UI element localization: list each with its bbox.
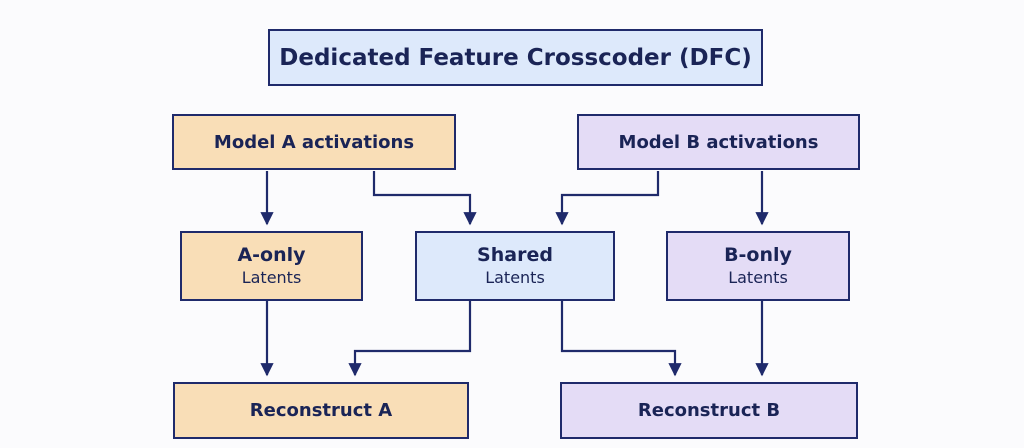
a-only-subtitle: Latents — [241, 268, 302, 287]
arrow-model-a-to-shared — [372, 171, 477, 226]
shared-title: Shared — [477, 244, 553, 266]
reconstruct-a-box: Reconstruct A — [173, 382, 469, 439]
arrow-shared-to-reconstruct-b — [560, 301, 682, 377]
reconstruct-b-label: Reconstruct B — [637, 400, 781, 421]
model-a-activations-box: Model A activations — [172, 114, 456, 170]
reconstruct-b-box: Reconstruct B — [560, 382, 858, 439]
arrow-model-b-to-shared — [555, 171, 660, 226]
a-only-title: A-only — [237, 244, 306, 266]
diagram-title: Dedicated Feature Crosscoder (DFC) — [268, 29, 763, 86]
shared-latents-box: Shared Latents — [415, 231, 615, 301]
b-only-latents-box: B-only Latents — [666, 231, 850, 301]
model-b-activations-label: Model B activations — [618, 131, 819, 153]
reconstruct-a-label: Reconstruct A — [249, 400, 393, 421]
arrow-shared-to-reconstruct-a — [348, 301, 472, 377]
model-a-activations-label: Model A activations — [213, 131, 415, 153]
a-only-latents-box: A-only Latents — [180, 231, 363, 301]
shared-subtitle: Latents — [485, 268, 545, 287]
model-b-activations-box: Model B activations — [577, 114, 860, 170]
diagram-title-text: Dedicated Feature Crosscoder (DFC) — [279, 44, 752, 71]
b-only-subtitle: Latents — [728, 268, 788, 287]
b-only-title: B-only — [724, 244, 792, 266]
